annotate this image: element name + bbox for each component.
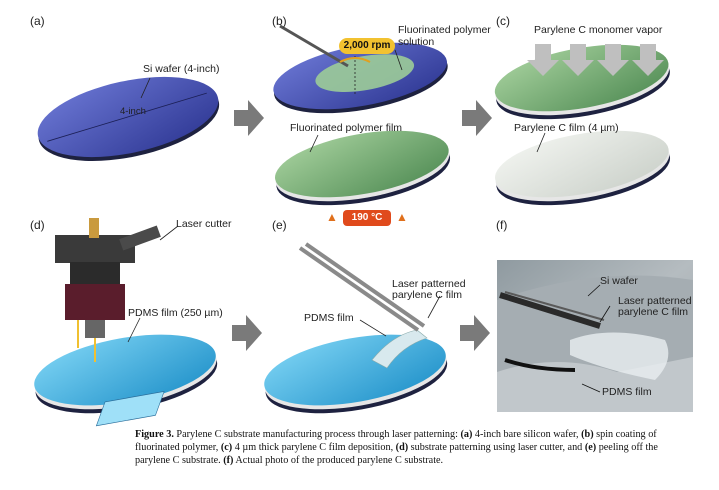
caption-text-d: substrate patterning using laser cutter,… [408,442,585,453]
wafer-a-pointer [140,77,151,99]
rpm-badge: 2,000 rpm [339,38,395,54]
arrow-d-e [232,315,262,351]
caption-text-e: peeling off the parylene C substrate. [135,442,658,466]
caption-fig: Figure 3. [135,429,174,440]
label-laser-cutter: Laser cutter [176,218,232,230]
arrow-a-b [234,100,264,136]
caption-text-c: 4 µm thick parylene C film deposition, [232,442,396,453]
caption-d: (d) [395,442,409,453]
label-patterned-e-1: Laser patterned [392,278,466,290]
caption-f: (f) [223,455,234,466]
caption-text-a: 4-inch bare silicon wafer, [472,429,582,440]
peeled-film [371,329,428,369]
caption-text-1: Parylene C substrate manufacturing proce… [173,429,461,440]
caption-a: (a) [460,429,473,440]
label-patterned-f-1: Laser patterned [618,295,692,307]
photo-shadow [504,358,576,372]
label-vapor: Parylene C monomer vapor [534,24,663,36]
arrow-b-c [462,100,492,136]
label-fluor-solution-1: Fluorinated polymer [398,24,491,36]
wafer-c-bottom [495,130,671,206]
arrow-e-f [460,315,490,351]
temperature-badge: 190 °C [343,210,391,226]
wafer-b-top [273,42,448,114]
wafer-d [34,334,218,414]
tweezers-e [298,242,426,332]
label-pdms-e: PDMS film [304,312,354,324]
caption-e: (e) [584,442,597,453]
label-patterned-f-2: parylene C film [618,306,689,318]
label-parylene-film: Parylene C film (4 µm) [514,122,619,134]
caption-text-b: spin coating of fluorinated polymer, [135,429,657,453]
panel-f-letter: (f) [496,218,508,232]
photo-film [570,332,669,380]
flame-icon-right: ▲ [396,210,408,224]
pipette [279,24,349,68]
label-si-wafer-f: Si wafer [600,275,638,287]
label-si-wafer: Si wafer (4-inch) [143,63,220,75]
panel-a-letter: (a) [30,14,45,28]
flame-icon-left: ▲ [326,210,338,224]
label-fluor-solution-2: solution [398,36,435,48]
label-4-inch: 4-inch [120,106,146,117]
label-fluor-film: Fluorinated polymer film [290,122,403,134]
laser-cutter [55,218,161,362]
caption-c: (c) [220,442,233,453]
caption-text-f: Actual photo of the produced parylene C … [233,455,444,466]
label-pdms-d: PDMS film (250 µm) [128,307,223,319]
panel-b-letter: (b) [272,14,287,28]
wafer-b-bottom [275,130,451,206]
wafer-a [37,76,220,161]
caption-b: (b) [581,429,594,440]
label-patterned-e-2: parylene C film [392,289,463,301]
label-pdms-f: PDMS film [602,386,652,398]
panel-c-letter: (c) [496,14,510,28]
panel-d-letter: (d) [30,218,45,232]
vapor-arrows [527,44,664,76]
panel-e-letter: (e) [272,218,287,232]
tweezers-f [499,292,601,329]
figure-caption: Figure 3. Parylene C substrate manufactu… [135,428,695,467]
